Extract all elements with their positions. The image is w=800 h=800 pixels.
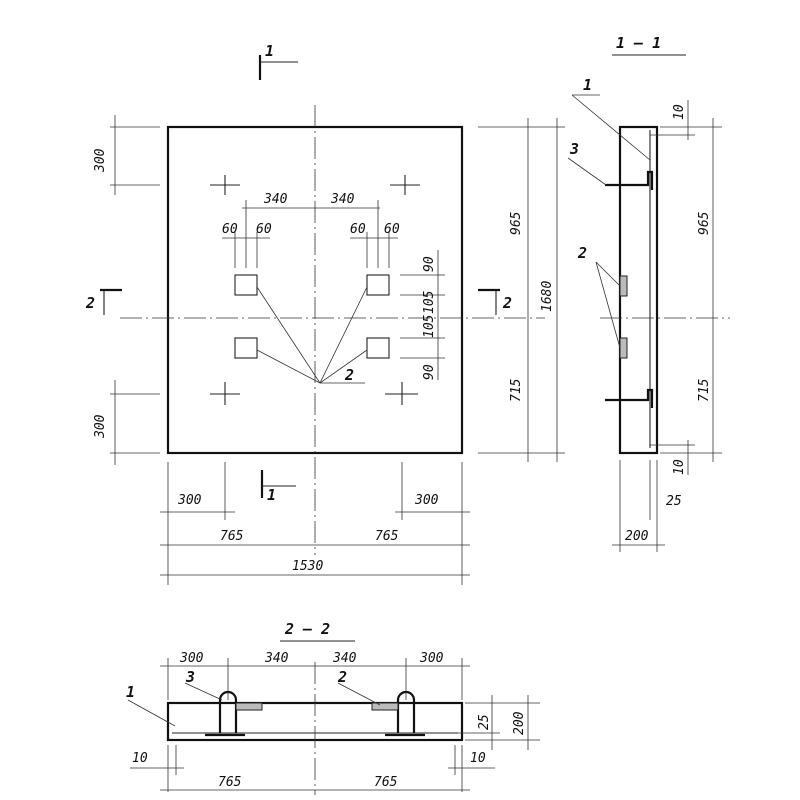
- callout-3-s2: 3: [185, 668, 195, 686]
- dim-10-s2-left: 10: [132, 751, 148, 766]
- dim-right-inner: [400, 250, 445, 380]
- embed-plate: [366, 274, 390, 296]
- leader-2b: [595, 261, 621, 349]
- section-mark-1-bottom: 1: [260, 470, 296, 504]
- leader-3-s2: [184, 682, 223, 701]
- lifting-loop: [605, 388, 654, 408]
- svg-text:1: 1: [265, 42, 274, 60]
- dim-1680: 1680: [540, 281, 555, 312]
- dim-765-s2-right: 765: [374, 775, 398, 790]
- callout-1-label: 1: [583, 76, 592, 94]
- dim-60-2: 60: [256, 222, 272, 237]
- section-2-2: 2 — 2 1 3 2 300 340 340 300: [126, 620, 540, 795]
- dim-340-s2-right: 340: [332, 651, 357, 666]
- dim-105-a: 105: [422, 290, 437, 314]
- section-mark-2-right: 2: [478, 288, 512, 315]
- leader-1-s2: [127, 699, 176, 727]
- dim-10-bottom: 10: [672, 459, 687, 475]
- dim-965-s: 965: [697, 211, 712, 235]
- section-2-2-right-dims: [458, 695, 540, 750]
- section-mark-1-top: 1: [258, 42, 298, 80]
- section-2-2-bottom-dims: [130, 745, 495, 792]
- embed-plate: [234, 337, 258, 359]
- dim-300-s2-left: 300: [179, 651, 204, 666]
- dim-60-3: 60: [350, 222, 366, 237]
- dim-60-1: 60: [222, 222, 238, 237]
- section-mark-2-left: 2: [85, 288, 122, 315]
- dim-10-s2-right: 10: [470, 751, 486, 766]
- plan-view: 2 1 1 2 2 30: [85, 42, 565, 585]
- callout-2-label-s1: 2: [577, 244, 587, 262]
- dim-340-s2-left: 340: [264, 651, 289, 666]
- embed-plate: [366, 337, 390, 359]
- dim-765-right: 765: [375, 529, 399, 544]
- callout-1-s2: 1: [126, 683, 135, 701]
- dim-300-top-left: 300: [93, 148, 108, 173]
- leader-2a: [595, 261, 621, 287]
- dim-300-s2-right: 300: [419, 651, 444, 666]
- dim-105-b: 105: [422, 314, 437, 338]
- dim-top-inner: [222, 200, 398, 268]
- lifting-loop: [605, 170, 654, 190]
- dim-715-s: 715: [697, 378, 712, 402]
- svg-text:2: 2: [502, 294, 512, 312]
- dim-1530: 1530: [292, 559, 323, 574]
- dim-90-bottom: 90: [422, 364, 437, 380]
- dim-340-right: 340: [330, 192, 355, 207]
- dim-715: 715: [509, 378, 524, 402]
- embed-plate-2: [235, 702, 263, 711]
- dim-300-bottom-left: 300: [93, 414, 108, 439]
- section-1-1-title: 1 — 1: [616, 34, 661, 52]
- dim-200-s: 200: [625, 529, 649, 544]
- svg-text:1: 1: [267, 486, 276, 504]
- leader-2-s2: [337, 682, 381, 706]
- dim-765-s2-left: 765: [218, 775, 242, 790]
- dim-90-top: 90: [422, 256, 437, 272]
- dim-25: 25: [666, 494, 682, 509]
- callout-leaders: [256, 286, 368, 384]
- section-1-1: 1 — 1 1 3 2 1: [567, 34, 730, 552]
- section-2-2-top-dims: [160, 658, 470, 700]
- embed-plate-2: [371, 702, 399, 711]
- dim-340-left: 340: [263, 192, 288, 207]
- dim-200-s2: 200: [512, 711, 527, 735]
- dim-765-left: 765: [220, 529, 244, 544]
- leader-3: [567, 157, 607, 186]
- embed-plate: [234, 274, 258, 296]
- dim-left: [110, 115, 160, 465]
- dim-60-4: 60: [384, 222, 400, 237]
- section-2-2-title: 2 — 2: [284, 620, 330, 638]
- callout-2-s2: 2: [337, 668, 347, 686]
- dim-right-outer: [478, 118, 565, 462]
- dim-300-bottom-a: 300: [177, 493, 202, 508]
- dim-25-s2: 25: [477, 714, 492, 730]
- anchor-marks: [210, 175, 420, 405]
- dim-bottom: [160, 462, 470, 585]
- callout-2-label: 2: [344, 366, 354, 384]
- section-1-1-dims: [612, 100, 722, 552]
- dim-300-bottom-b: 300: [414, 493, 439, 508]
- dim-965: 965: [509, 211, 524, 235]
- callout-3-label: 3: [569, 140, 579, 158]
- embed-plate-section: [619, 275, 628, 297]
- svg-text:2: 2: [85, 294, 95, 312]
- dim-10-top: 10: [672, 104, 687, 120]
- embed-plate-section: [619, 337, 628, 359]
- leader-1: [571, 94, 651, 161]
